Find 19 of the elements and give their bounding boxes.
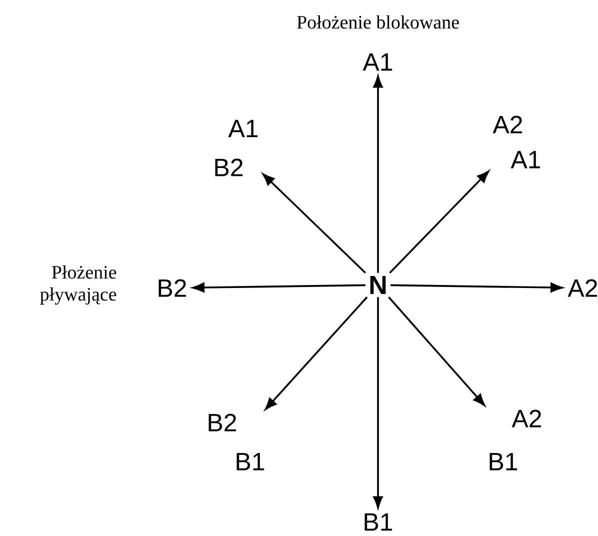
arrow — [388, 296, 485, 406]
port-label: B2 B1 — [208, 414, 264, 470]
arrow — [264, 296, 368, 410]
center-letter: N — [366, 273, 390, 297]
arrow — [390, 282, 563, 292]
arrow — [192, 282, 366, 292]
state-label: Położenie blokowane — [297, 15, 459, 29]
arrow — [373, 297, 383, 508]
port-label: A1 — [362, 53, 392, 71]
arrow — [389, 170, 490, 274]
port-label: A2 B1 — [490, 410, 542, 470]
state-label: Płożenie pływające — [40, 265, 116, 305]
port-label: A1 B2 — [215, 120, 258, 176]
port-label: A2 A1 — [492, 116, 540, 168]
arrow — [373, 76, 383, 273]
port-label: B1 — [364, 513, 392, 531]
port-label: B2 — [158, 279, 186, 297]
port-label: A2 — [568, 279, 598, 297]
arrow — [262, 174, 366, 274]
